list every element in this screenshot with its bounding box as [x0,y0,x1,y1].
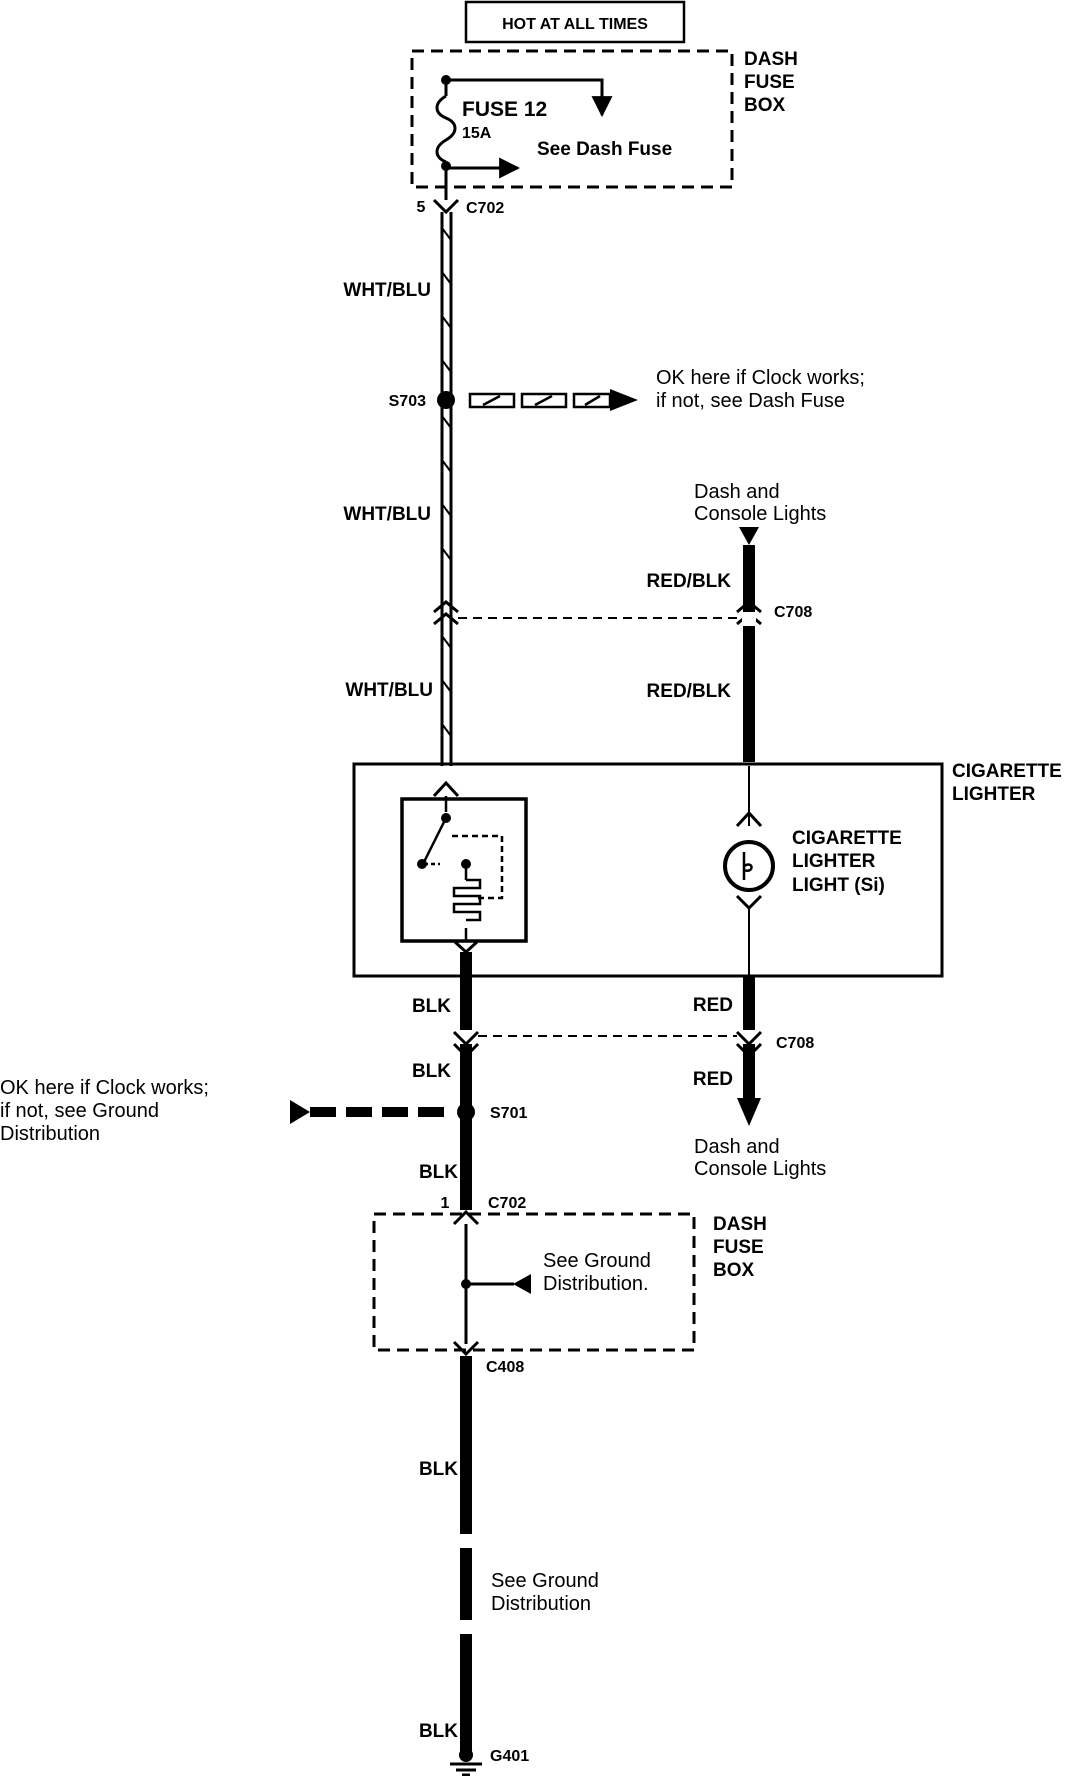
red-blk-label-2: RED/BLK [647,681,732,702]
dash-fuse-box-top-label-3: BOX [744,95,786,116]
c702-top-connector-symbol [432,198,460,215]
lighter-light-label-1: CIGARETTE [792,828,902,849]
see-ground-1: See Ground [543,1250,651,1272]
s703-note-1: OK here if Clock works; [656,367,865,389]
blk-label-2: BLK [412,1061,451,1082]
cigarette-lighter-light-bulb [723,840,775,892]
s703-splice [437,391,455,409]
see-dash-fuse-arrow-1 [446,78,613,118]
dash-console-bottom-arrow [737,1098,761,1126]
s701-label: S701 [490,1105,527,1122]
s701-note-3: Distribution [0,1123,100,1145]
hot-at-all-times-label: HOT AT ALL TIMES [502,16,648,33]
s703-branch-wire [468,392,612,409]
ground-icon [450,1762,482,1776]
dash-fuse-box-bottom-label-1: DASH [713,1214,767,1235]
blk-label-4: BLK [419,1459,458,1480]
c708-upper-left-symbol [433,600,459,626]
bulb-bottom-terminal [735,894,763,911]
lighter-switch-node-3 [461,859,471,869]
wht-blu-stripes [441,227,452,737]
dash-console-top-arrow [739,527,759,545]
s703-note-2: if not, see Dash Fuse [656,390,845,412]
dash-fuse-box-top [410,49,734,189]
g401-ground-node [459,1748,473,1762]
dash-fuse-box-top-label-2: FUSE [744,72,795,93]
fuse-rating-label: 15A [462,125,492,142]
dash-fuse-box-bottom-label-3: BOX [713,1260,755,1281]
see-ground2-2: Distribution [491,1593,591,1615]
lighter-element-box [400,797,528,943]
c708-lower-right-symbol [735,1030,763,1059]
lighter-element-bottom-terminal [453,940,479,955]
blk-label-1: BLK [412,996,451,1017]
red-label-2: RED [693,1069,733,1090]
dash-fuse-box-bottom-label-2: FUSE [713,1237,764,1258]
g401-label: G401 [490,1748,529,1765]
wht-blu-wire [440,212,453,766]
s701-note-1: OK here if Clock works; [0,1077,209,1099]
see-ground-arrow [513,1274,531,1294]
c702-bottom-pin: 1 [441,1195,450,1212]
dash-fuse-box-top-label-1: DASH [744,49,798,70]
lighter-light-label-3: LIGHT (Si) [792,875,885,896]
dash-fuse-box-bottom [372,1212,696,1352]
c702-top-label: C702 [466,200,504,217]
hot-at-all-times-box [464,0,686,44]
wht-blu-label-3: WHT/BLU [345,680,433,701]
wht-blu-label-1: WHT/BLU [343,280,431,301]
cigarette-lighter-label-2: LIGHTER [952,784,1036,805]
cigarette-lighter-label-1: CIGARETTE [952,761,1062,782]
c708-upper-label: C708 [774,604,812,621]
s703-label: S703 [389,393,426,410]
c408-label: C408 [486,1359,524,1376]
red-blk-label-1: RED/BLK [647,571,732,592]
blk-label-5: BLK [419,1721,458,1742]
red-blk-wire-break [742,612,756,626]
fuse-12-symbol [435,80,457,200]
bulb-filament [742,852,753,880]
c702-bottom-connector-symbol [452,1209,480,1226]
blk-label-3: BLK [419,1162,458,1183]
lighter-switch-node-1 [441,813,451,823]
s701-arrow [290,1100,310,1124]
c702-bottom-label: C702 [488,1195,526,1212]
c702-top-pin: 5 [417,199,426,216]
wht-blu-label-2: WHT/BLU [343,504,431,525]
dash-console-top-1: Dash and [694,481,780,503]
s701-note-2: if not, see Ground [0,1100,159,1122]
lighter-light-label-2: LIGHTER [792,851,876,872]
lighter-heating-element [422,796,504,940]
lighter-switch-node-2 [417,859,427,869]
see-dash-fuse-label: See Dash Fuse [537,139,672,160]
red-label-1: RED [693,995,733,1016]
c408-connector-symbol [452,1340,480,1357]
s701-splice [457,1103,475,1121]
c708-lower-label: C708 [776,1035,814,1052]
s703-arrow [610,389,638,411]
dash-console-bottom-1: Dash and [694,1136,780,1158]
cigarette-lighter-housing [352,762,944,978]
see-ground-2: Distribution. [543,1273,649,1295]
fuse-12-label: FUSE 12 [462,98,547,121]
lighter-element-top-terminal [432,780,460,798]
dash-console-top-2: Console Lights [694,503,826,525]
see-ground2-1: See Ground [491,1570,599,1592]
c708-lower-left-symbol [452,1030,480,1059]
dash-console-bottom-2: Console Lights [694,1158,826,1180]
